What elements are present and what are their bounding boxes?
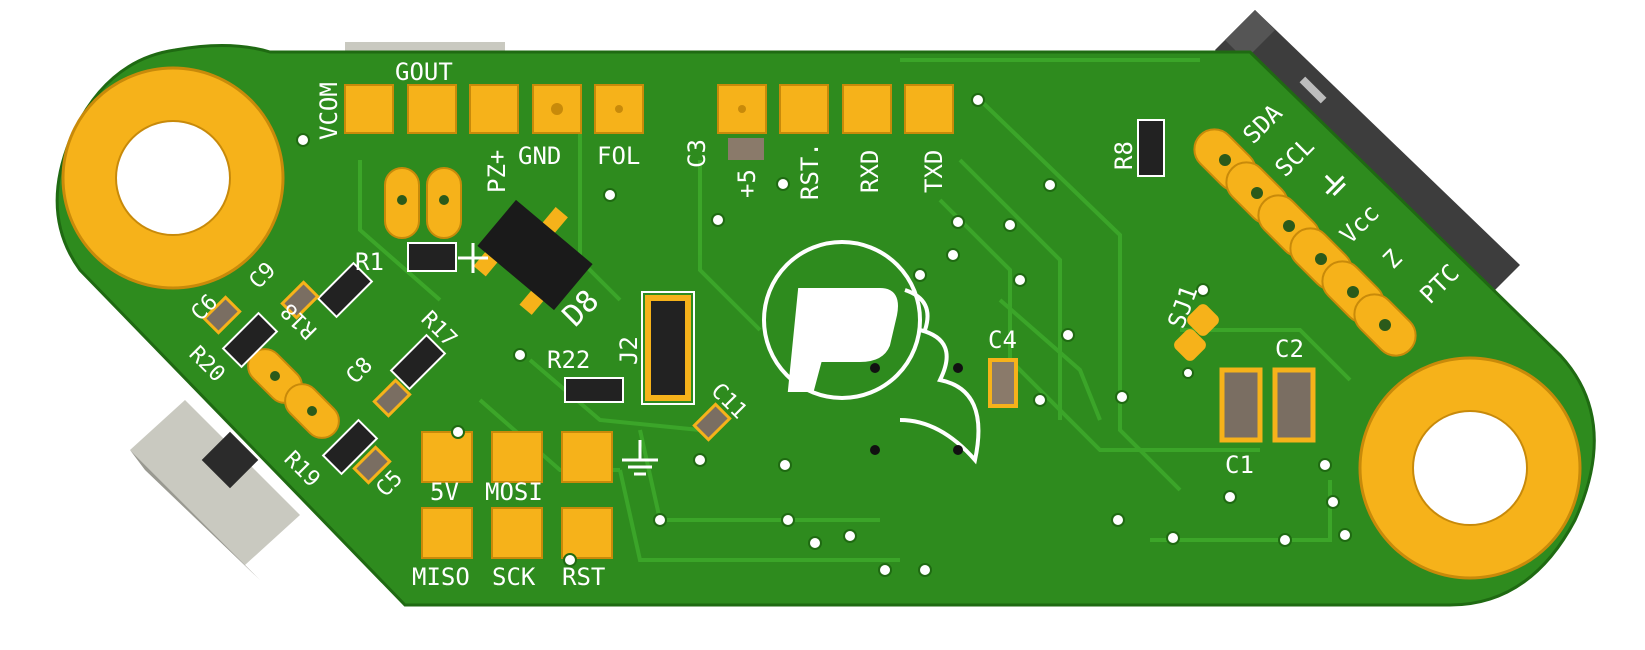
top-pad-row	[344, 84, 954, 134]
label-miso: MISO	[412, 563, 470, 591]
ground-symbol-icon	[622, 440, 658, 476]
label-gnd: GND	[518, 142, 561, 170]
label-c3: C3	[683, 139, 711, 168]
mounting-hole-right	[1358, 356, 1582, 580]
label-c2: C2	[1275, 335, 1304, 363]
label-c1: C1	[1225, 451, 1254, 479]
label-r1: R1	[355, 248, 384, 276]
d8-transistor	[473, 199, 593, 315]
ground-symbol-right-icon	[1324, 174, 1346, 196]
label-rst-top: RST.	[796, 142, 824, 200]
bottom-pad-grid	[421, 431, 613, 559]
label-txd: TXD	[920, 150, 948, 193]
label-vcom: VCOM	[315, 82, 343, 140]
label-j2: J2	[615, 336, 643, 365]
label-plus5: +5	[733, 169, 761, 198]
label-5v: 5V	[430, 478, 459, 506]
flame-p-logo-icon	[762, 240, 981, 465]
label-mosi: MOSI	[485, 478, 543, 506]
vias	[296, 93, 1352, 577]
label-rst-bottom: RST	[562, 563, 605, 591]
mounting-hole-left	[61, 66, 285, 290]
smd-components	[202, 119, 1316, 485]
label-r8: R8	[1110, 141, 1138, 170]
label-rxd: RXD	[856, 150, 884, 193]
label-r22: R22	[547, 346, 590, 374]
label-sck: SCK	[492, 563, 536, 591]
label-gout: GOUT	[395, 58, 453, 86]
left-connector	[130, 400, 300, 580]
label-c4: C4	[988, 326, 1017, 354]
label-pz: PZ+	[483, 150, 511, 193]
label-fol: FOL	[597, 142, 640, 170]
